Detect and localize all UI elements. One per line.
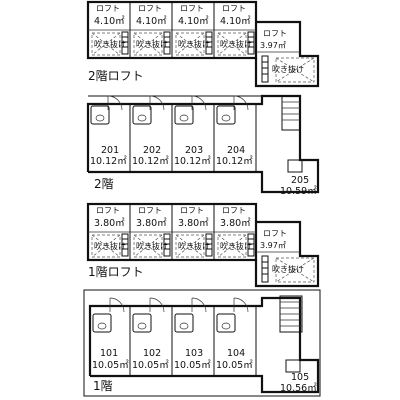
floor-title: 2階ロフト — [88, 68, 144, 83]
void-label: 吹き抜け — [178, 241, 210, 251]
loft-label: ロフト — [138, 4, 162, 13]
kitchen-unit — [287, 159, 303, 173]
loft-label: ロフト — [96, 206, 120, 215]
bath-unit — [90, 105, 236, 125]
room-number: 204 — [227, 145, 245, 156]
room-area: 10.12㎡ — [216, 156, 253, 167]
room-area: 10.59㎡ — [280, 186, 317, 197]
void-hatching — [91, 234, 247, 258]
void-label: 吹き抜け — [94, 39, 126, 49]
loft-area: 3.80㎡ — [94, 218, 125, 229]
room-number: 103 — [185, 348, 203, 359]
room-area: 10.05㎡ — [174, 360, 211, 371]
void-label: 吹き抜け — [136, 241, 168, 251]
loft-area: 3.80㎡ — [136, 218, 167, 229]
room-area: 10.56㎡ — [280, 383, 317, 394]
loft-label: ロフト — [96, 4, 120, 13]
room-number: 105 — [291, 372, 309, 383]
void-label: 吹き抜け — [272, 64, 304, 74]
room-number: 102 — [143, 348, 161, 359]
loft-label: ロフト — [180, 4, 204, 13]
loft-area: 4.10㎡ — [94, 16, 125, 27]
loft-area: 3.97㎡ — [260, 241, 286, 250]
floor-title: 2階 — [94, 176, 114, 191]
room-number: 202 — [143, 145, 161, 156]
floor-1-plan: 101 10.05㎡ 102 10.05㎡ 103 10.05㎡ 104 10.… — [83, 289, 321, 397]
room-area: 10.12㎡ — [174, 156, 211, 167]
loft-ladder — [121, 233, 255, 257]
floor-outline — [88, 296, 320, 394]
loft-area: 3.80㎡ — [178, 218, 209, 229]
room-number: 201 — [101, 145, 119, 156]
loft-area: 3.97㎡ — [260, 41, 286, 50]
room-area: 10.05㎡ — [132, 360, 169, 371]
site-boundary — [83, 289, 321, 397]
room-area: 10.12㎡ — [90, 156, 127, 167]
void-label: 吹き抜け — [220, 241, 252, 251]
room-area: 10.12㎡ — [132, 156, 169, 167]
staircase — [279, 295, 303, 333]
void-label: 吹き抜け — [220, 39, 252, 49]
room-area: 10.05㎡ — [216, 360, 253, 371]
floor-2-plan: 201 10.12㎡ 202 10.12㎡ 203 10.12㎡ 204 10.… — [86, 94, 320, 197]
void-label: 吹き抜け — [94, 241, 126, 251]
side-loft: ロフト 3.97㎡ 吹き抜け — [254, 20, 320, 88]
loft-label: ロフト — [180, 206, 204, 215]
bath-unit — [92, 313, 236, 333]
loft-ladder — [121, 31, 255, 55]
loft-label: ロフト — [138, 206, 162, 215]
loft-area: 3.80㎡ — [220, 218, 251, 229]
loft-area: 4.10㎡ — [178, 16, 209, 27]
room-number: 104 — [227, 348, 245, 359]
floor-title: 1階ロフト — [88, 264, 144, 279]
room-number: 203 — [185, 145, 203, 156]
void-hatching — [91, 32, 247, 56]
floor-outline — [86, 94, 320, 194]
void-label: 吹き抜け — [136, 39, 168, 49]
loft-label: ロフト — [263, 229, 287, 238]
loft-label: ロフト — [263, 29, 287, 38]
void-label: 吹き抜け — [178, 39, 210, 49]
floor-1-loft-plan: ロフト 3.80㎡ 吹き抜け ロフト 3.80㎡ 吹き抜け ロフト 3.80㎡ … — [86, 202, 320, 288]
staircase — [281, 95, 301, 131]
room-number: 101 — [100, 348, 118, 359]
loft-area: 4.10㎡ — [220, 16, 251, 27]
door-swing — [107, 95, 249, 111]
door-swing — [109, 297, 249, 313]
side-loft: ロフト 3.97㎡ 吹き抜け — [254, 220, 320, 288]
loft-area: 4.10㎡ — [136, 16, 167, 27]
void-label: 吹き抜け — [272, 264, 304, 274]
loft-label: ロフト — [222, 206, 246, 215]
room-number: 205 — [291, 175, 309, 186]
room-area: 10.05㎡ — [92, 360, 129, 371]
kitchen-unit — [285, 359, 301, 373]
loft-label: ロフト — [222, 4, 246, 13]
floor-2-loft-plan: ロフト 4.10㎡ 吹き抜け ロフト 4.10㎡ 吹き抜け ロフト 4.10㎡ … — [86, 0, 320, 88]
floor-title: 1階 — [93, 378, 113, 393]
